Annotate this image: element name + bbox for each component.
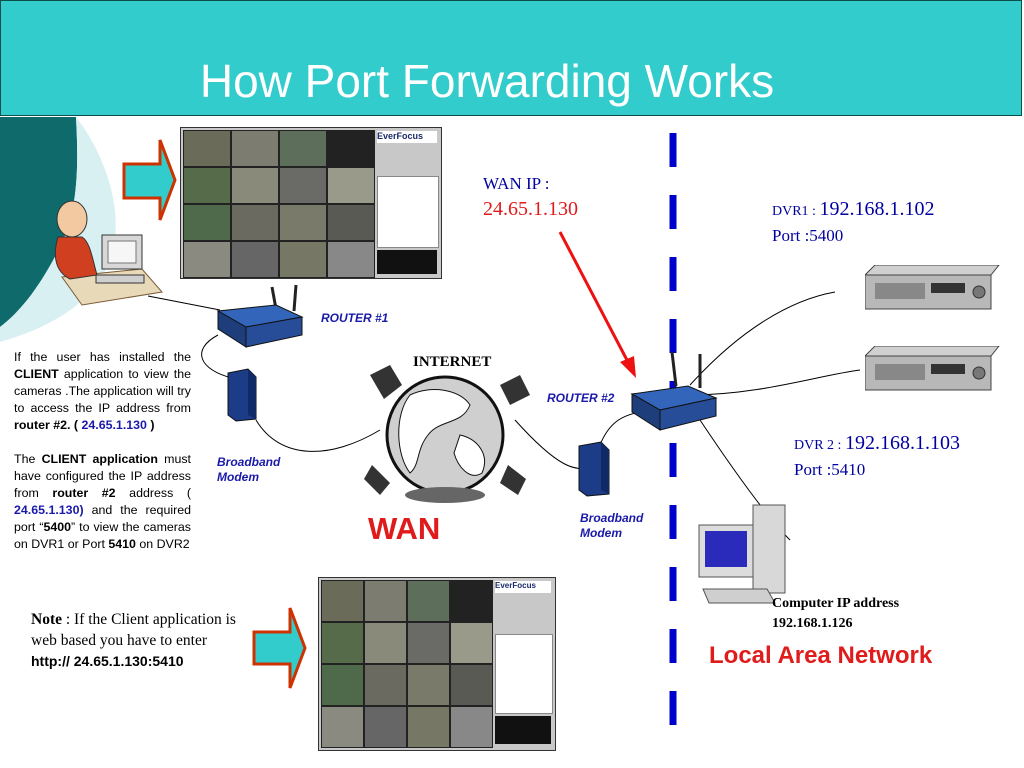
line-router1-modem1 (201, 334, 233, 379)
camera-grid (321, 580, 493, 748)
wan-ip-label: WAN IP : (483, 174, 550, 193)
dvr1-label: DVR1 : (772, 204, 820, 219)
dvr2-ip: 192.168.1.103 (844, 432, 960, 454)
line-router2-dvr2 (689, 369, 861, 396)
router2-label: ROUTER #2 (547, 391, 615, 405)
lan-label: Local Area Network (709, 642, 933, 669)
live-panel (377, 250, 437, 274)
event-list (495, 634, 553, 714)
router-2 (630, 351, 718, 431)
monitor-screen (107, 240, 137, 264)
router1-label: ROUTER #1 (321, 311, 389, 325)
arrow-bottom (252, 607, 307, 689)
slide-title: How Port Forwarding Works (199, 55, 775, 107)
keyboard (95, 274, 145, 284)
torso (54, 236, 98, 280)
dvr-client-screen-bottom: EverFocus (318, 577, 556, 751)
wan-ip-value: 24.65.1.130 (483, 198, 578, 220)
internet-globe (364, 365, 530, 503)
dvr1-port: Port :5400 (772, 226, 844, 245)
line-modem1-globe (255, 419, 381, 452)
title-bar (0, 0, 1022, 116)
arrow-top (122, 139, 177, 221)
web-client-note: Note : If the Client application is web … (31, 611, 236, 669)
internet-label: INTERNET (413, 354, 492, 370)
head (56, 200, 88, 238)
everfocus-logo: EverFocus (495, 581, 551, 593)
line-client-router1 (147, 295, 221, 311)
dvr2-port: Port :5410 (794, 460, 866, 479)
dvr2-label: DVR 2 : (794, 438, 845, 453)
camera-grid (183, 130, 375, 278)
teal-shape (0, 117, 78, 327)
wan-ip-arrow (558, 231, 630, 363)
line-router2-dvr1 (689, 291, 836, 386)
router-1 (216, 284, 304, 348)
dvr1-info: DVR1 : 192.168.1.102 (772, 198, 934, 221)
client-explanation: If the user has installed the CLIENT app… (14, 349, 191, 570)
lan-computer (698, 504, 786, 604)
client-paragraph-2: The CLIENT application must have configu… (14, 452, 192, 551)
client-paragraph-1: If the user has installed the CLIENT app… (14, 350, 191, 432)
broadband-modem-1 (227, 368, 257, 422)
everfocus-logo: EverFocus (377, 131, 437, 143)
event-list (377, 176, 439, 248)
live-panel (495, 716, 551, 744)
dvr2-info: DVR 2 : 192.168.1.103 (794, 432, 960, 455)
broadband-modem-2 (578, 441, 610, 497)
dvr1-device (865, 265, 1000, 310)
dvr-client-screen-top: EverFocus (180, 127, 442, 279)
dvr2-device (865, 346, 1000, 391)
wan-label: WAN (368, 511, 441, 546)
dvr1-ip: 192.168.1.102 (819, 198, 935, 220)
wan-ip-arrowhead (620, 356, 636, 378)
client-user-illustration (54, 200, 163, 306)
